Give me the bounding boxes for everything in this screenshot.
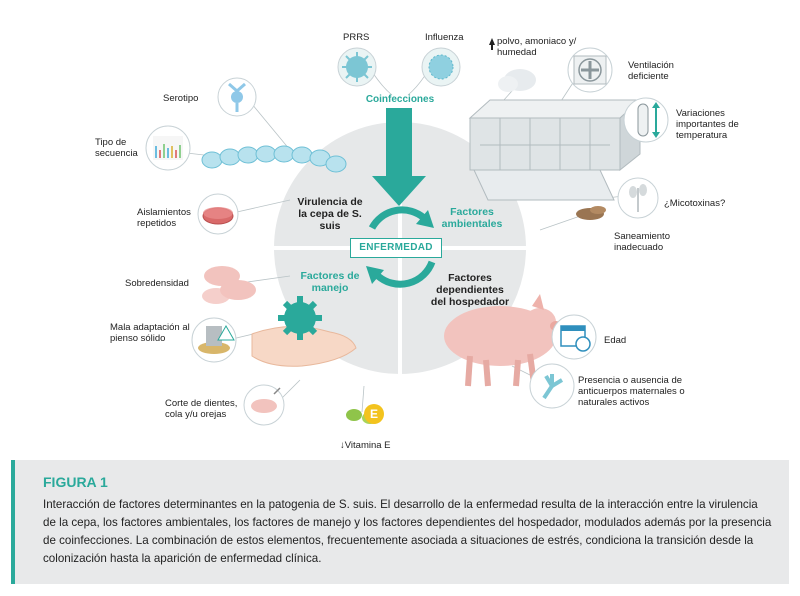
sequence-icon: [145, 125, 191, 171]
soil-icon: [576, 206, 606, 220]
arrow-down-icon: ↓: [340, 440, 345, 451]
label-micotoxinas: ¿Micotoxinas?: [664, 198, 726, 209]
influenza-virus-icon: [421, 47, 461, 87]
vitamina-text: Vitamina E: [344, 440, 391, 451]
label-sobredensidad: Sobredensidad: [125, 278, 189, 289]
label-aislamientos: Aislamientos repetidos: [137, 207, 191, 229]
quadrant-label-manejo: Factores de manejo: [300, 270, 360, 294]
label-anticuerpos: Presencia o ausencia de anticuerpos mate…: [578, 375, 685, 408]
label-edad: Edad: [604, 335, 627, 346]
cycle-arrowhead-icon: [416, 210, 434, 228]
pigs-overcrowding-icon: [202, 266, 256, 304]
diagram-graphics: [145, 38, 669, 426]
serotype-icon: [217, 77, 257, 117]
bacteria-chain-icon: [201, 145, 347, 173]
quadrant-circle: [269, 117, 531, 379]
label-corte: Corte de dientes, cola y/u orejas: [165, 398, 238, 420]
cycle-arrowhead-icon: [366, 266, 384, 284]
dust-cloud-icon: [498, 69, 536, 92]
fan-icon: [567, 47, 613, 93]
calendar-clock-icon: [551, 314, 597, 360]
label-prrs: PRRS: [343, 32, 370, 43]
label-variaciones: Variaciones importantes de temperatura: [676, 108, 739, 141]
arrow-up-icon: [491, 44, 493, 50]
label-mala-adaptacion: Mala adaptación al pienso sólido: [110, 322, 190, 344]
label-saneamiento: Saneamiento inadecuado: [614, 231, 670, 253]
quadrant-label-ambientales: Factores ambientales: [441, 206, 503, 230]
pig-icon: [444, 294, 562, 387]
label-vitamina: ↓Vitamina E: [340, 440, 391, 451]
plant-icon: [617, 177, 659, 219]
cycle-arrows-icon: [368, 206, 436, 288]
center-label-enfermedad: ENFERMEDAD: [350, 238, 442, 258]
label-polvo: polvo, amoniaco y/ humedad: [497, 36, 577, 58]
caption-accent-bar: [11, 460, 15, 584]
figure-caption: FIGURA 1 Interacción de factores determi…: [11, 460, 789, 584]
vitamin-e-badge: E: [364, 404, 384, 424]
label-serotipo: Serotipo: [163, 93, 199, 104]
arrow-up-icon: [489, 38, 495, 45]
quadrant-label-virulencia: Virulencia de la cepa de S. suis: [297, 196, 363, 232]
quadrant-label-hospedador: Factores dependientes del hospedador: [430, 272, 510, 308]
figure-diagram: PRRS Influenza Coinfecciones Serotipo Ti…: [95, 32, 739, 451]
caption-title: FIGURA 1: [43, 474, 108, 490]
barn-icon: [468, 98, 642, 201]
caption-text: Interacción de factores determinantes en…: [43, 498, 772, 565]
label-tipo-secuencia: Tipo de secuencia: [95, 137, 138, 159]
gear-icon: [278, 296, 322, 340]
petri-dish-icon: [197, 193, 239, 235]
thermometer-icon: [623, 97, 669, 143]
antibody-icon: [529, 363, 575, 409]
label-influenza: Influenza: [425, 32, 464, 43]
prrs-virus-icon: [337, 47, 377, 87]
label-coinfecciones: Coinfecciones: [365, 94, 435, 105]
piglet-icon: [243, 384, 285, 426]
coinfection-arrow-icon: [372, 108, 426, 206]
label-ventilacion: Ventilación deficiente: [628, 60, 674, 82]
feeder-icon: [191, 317, 237, 363]
